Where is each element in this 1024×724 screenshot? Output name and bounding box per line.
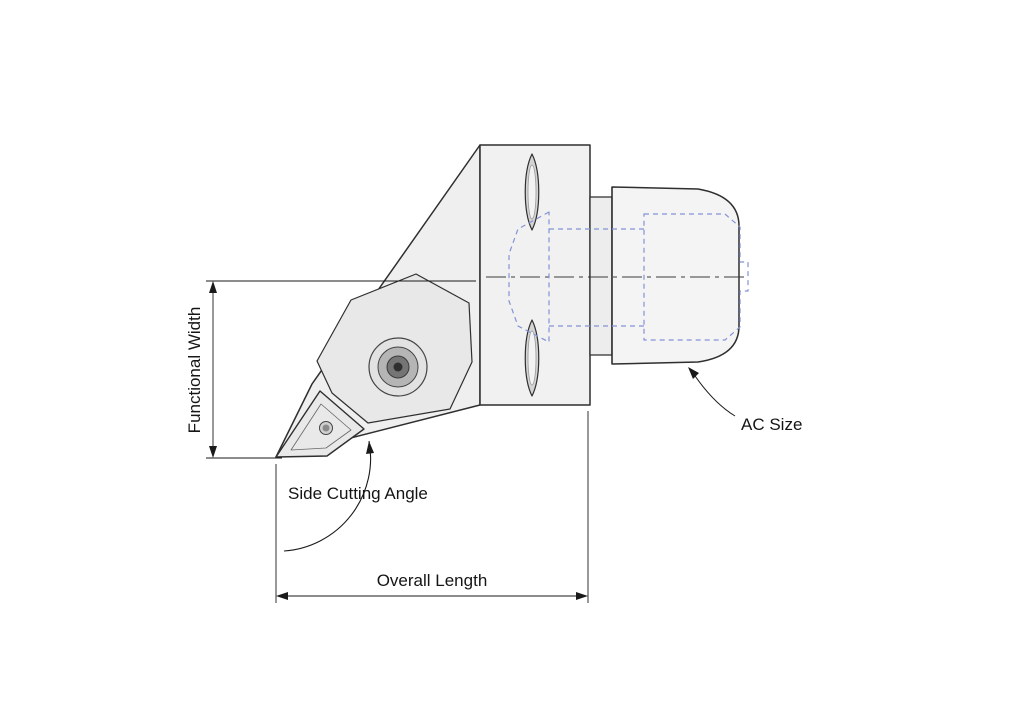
coolant-slot-top-highlight [527,164,537,220]
ol-arrow-right [576,592,588,600]
fw-arrow-up [209,281,217,293]
coupling-ring [589,196,613,356]
hidden-bore-lines [549,228,644,327]
cutting-insert [275,390,365,458]
cutting-insert-inner-edge [290,403,352,451]
sca-arrow [366,441,374,454]
ac-arrow [688,367,699,379]
ac-leader-line [690,369,736,417]
tool-holder-drawing [275,144,740,458]
coolant-slot-bottom-highlight [527,330,537,386]
hidden-bore [508,211,749,343]
hidden-bore-step [643,213,749,341]
fw-arrow-down [209,446,217,458]
side-cutting-angle-label: Side Cutting Angle [288,484,428,503]
ac-size-label: AC Size [741,415,802,434]
ac-size-annotation [688,367,736,417]
overall-length-label: Overall Length [377,571,488,590]
clamp-screw-center [393,362,403,372]
insert-screw-hole-inner [322,424,330,432]
sca-arc [283,440,372,552]
hidden-bore-taper [508,211,550,343]
functional-width-label: Functional Width [185,307,204,434]
functional-width-dimension [206,280,476,459]
overall-length-dimension [275,411,589,603]
side-cutting-angle-annotation [283,440,374,552]
ol-arrow-left [276,592,288,600]
